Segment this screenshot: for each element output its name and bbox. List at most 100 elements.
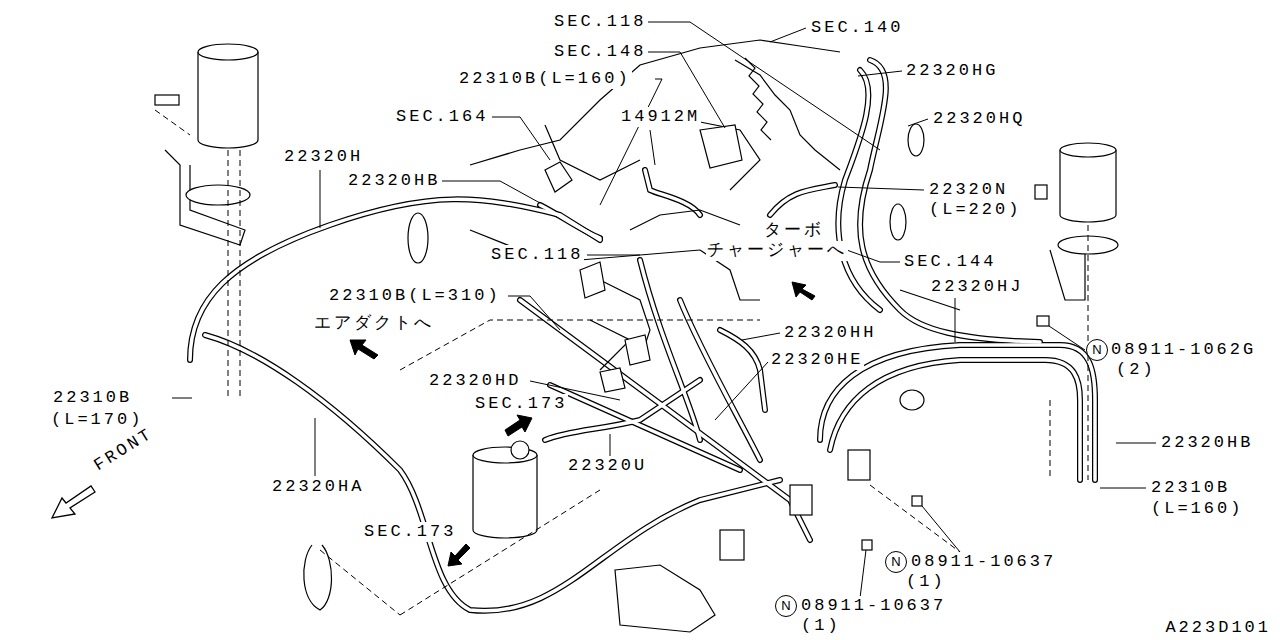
drawing-part [448,544,470,566]
drawing-part [900,390,924,410]
node-text: N [781,599,790,613]
circled-letter: N [1086,339,1108,361]
drawing-part [830,360,1080,480]
drawing-part [492,117,550,160]
part-label: 22320U [567,456,648,476]
drawing-part [610,434,611,456]
drawing-part [715,362,768,420]
part-label: (L=170) [50,410,144,430]
drawing-part [198,52,258,148]
part-label: SEC.148 [553,42,647,62]
part-label: 22310B [52,388,133,408]
part-label: 22320H [283,147,364,167]
part-label: 22320HD [428,371,522,391]
drawing-part [505,415,532,436]
drawing-part [587,255,640,256]
hose-fill [190,60,1095,611]
drawing-part [304,545,332,610]
drawing-part [320,170,321,228]
drawing-part [922,506,960,552]
part-label: SEC.118 [553,12,647,32]
drawing-part [1035,185,1047,199]
part-label: FRONT [90,423,158,476]
drawing-part [470,40,840,165]
part-label: A223D101 [1164,618,1272,638]
drawing-part [615,565,715,632]
drawing-part [792,282,815,300]
drawing-part [908,119,928,126]
part-label: 14912M [620,107,701,127]
part-label: 22310B [1150,478,1231,498]
drawing-part [860,550,866,598]
part-label: 08911-1062G [1110,340,1257,360]
drawing-part [860,60,1040,342]
drawing-part [315,418,316,476]
drawing-part [198,44,258,60]
drawing-part [190,199,600,360]
drawing-part [908,124,924,156]
drawing-part [1050,400,1051,480]
part-label: エアダクトへ [313,314,435,334]
drawing-part [645,170,700,215]
drawing-part [1060,143,1116,157]
drawing-part [700,125,742,168]
drawing-part [172,398,192,399]
drawing-part [770,185,835,215]
drawing-part [600,368,625,392]
part-label: ターボ [763,221,825,241]
part-label: 22310B(L=310) [328,286,502,306]
part-label: 22310B(L=160) [458,69,632,89]
component [155,44,1118,632]
node-text: N [1092,343,1101,357]
drawing-part [645,170,700,215]
drawing-part [955,298,956,342]
drawing-part [650,130,655,165]
circled-letter: N [775,595,797,617]
drawing-part [742,333,780,340]
part-label: SEC.173 [363,522,457,542]
part-label: SEC.118 [490,245,584,265]
drawing-part [1037,316,1049,326]
drawing-part [790,485,812,515]
drawing-part [350,340,378,359]
part-label: (2) [1115,360,1157,380]
front-arrow [52,486,95,518]
drawing-part [205,335,780,611]
drawing-part [540,205,600,238]
part-label: SEC.173 [474,394,568,414]
drawing-part [640,260,700,440]
part-label: 22320HG [905,61,999,81]
drawing-part [540,205,600,238]
drawing-part [400,320,760,370]
part-label: (L=220) [928,200,1022,220]
part-label: SEC.164 [395,107,489,127]
node-text: N [891,555,900,569]
drawing-part [1049,326,1085,350]
drawing-part [473,455,537,538]
drawing-part [1100,488,1146,489]
part-label: 22320HA [271,477,365,497]
part-label: 22320HB [1160,433,1254,453]
circled-letter: N [885,551,907,573]
drawing-part [912,496,922,506]
part-label: 22320HB [347,171,441,191]
part-label: SEC.140 [810,18,904,38]
drawing-part [870,485,960,552]
part-label: (1) [800,616,842,636]
drawing-part [442,181,540,203]
drawing-part [770,185,835,215]
drawing-part [545,162,572,192]
drawing-part [890,204,906,240]
drawing-part [511,441,529,459]
part-label: チャージャーへ [706,241,848,261]
drawing-part [648,22,880,150]
dashed-guide [155,110,1088,615]
drawing-part [770,28,806,42]
drawing-part [735,60,840,170]
part-label: (1) [905,572,947,592]
drawing-part [720,530,744,560]
drawing-part [860,60,1040,342]
leader-line [172,22,1156,598]
drawing-part [408,213,428,263]
